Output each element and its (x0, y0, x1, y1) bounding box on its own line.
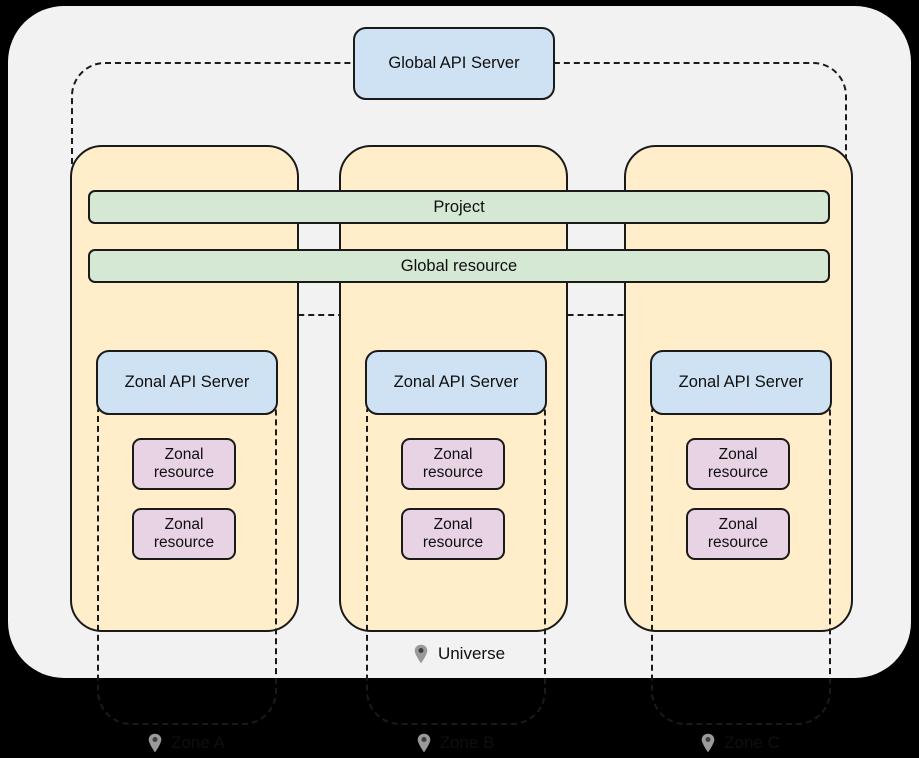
zonal-api-server-b[interactable]: Zonal API Server (365, 350, 547, 415)
map-pin-icon (414, 644, 428, 664)
universe-name-label: Universe (437, 644, 506, 663)
zonal-api-server-label: Zonal API Server (124, 373, 250, 391)
global-api-server-label: Global API Server (388, 54, 520, 72)
zone-container-b[interactable]: Zonal API Server Zonal resource Zonal re… (339, 145, 568, 753)
zone-name-label: Zone B (439, 733, 495, 752)
zonal-resource-a-2[interactable]: Zonal resource (132, 508, 236, 560)
zonal-resource-line2: resource (153, 534, 215, 551)
zone-name-label: Zone A (171, 733, 225, 752)
global-bar-global-resource[interactable]: Global resource (88, 249, 830, 283)
zonal-resource-line1: Zonal (433, 445, 473, 463)
zone-container-a[interactable]: Zonal API Server Zonal resource Zonal re… (70, 145, 299, 753)
architecture-diagram: Zonal API Server Zonal resource Zonal re… (0, 6, 919, 753)
zonal-resource-a-1[interactable]: Zonal resource (132, 438, 236, 490)
zone-label-a: Zone A (72, 733, 301, 753)
global-bar-label: Global resource (400, 256, 518, 275)
zonal-resource-c-1[interactable]: Zonal resource (686, 438, 790, 490)
global-bar-project[interactable]: Project (88, 190, 830, 224)
zonal-resource-b-1[interactable]: Zonal resource (401, 438, 505, 490)
global-api-server[interactable]: Global API Server (353, 27, 555, 100)
zonal-api-server-c[interactable]: Zonal API Server (650, 350, 832, 415)
zonal-api-server-label: Zonal API Server (678, 373, 804, 391)
zonal-resource-line1: Zonal (433, 515, 473, 533)
global-bar-label: Project (433, 197, 485, 216)
zonal-resource-line2: resource (707, 534, 769, 551)
zone-name-label: Zone C (724, 733, 780, 752)
zonal-resource-line1: Zonal (718, 445, 758, 463)
zonal-resource-line1: Zonal (718, 515, 758, 533)
zonal-resource-line2: resource (153, 464, 215, 481)
zone-label-b: Zone B (341, 733, 570, 753)
universe-label: Universe (0, 644, 919, 664)
zonal-resource-b-2[interactable]: Zonal resource (401, 508, 505, 560)
zonal-resource-c-2[interactable]: Zonal resource (686, 508, 790, 560)
map-pin-icon (701, 733, 715, 753)
zonal-resource-line1: Zonal (164, 445, 204, 463)
map-pin-icon (148, 733, 162, 753)
map-pin-icon (417, 733, 431, 753)
zonal-resource-line2: resource (422, 534, 484, 551)
zonal-resource-line2: resource (707, 464, 769, 481)
zonal-api-server-label: Zonal API Server (393, 373, 519, 391)
zone-container-c[interactable]: Zonal API Server Zonal resource Zonal re… (624, 145, 853, 753)
zonal-api-server-a[interactable]: Zonal API Server (96, 350, 278, 415)
zone-label-c: Zone C (626, 733, 855, 753)
zonal-resource-line2: resource (422, 464, 484, 481)
zonal-resource-line1: Zonal (164, 515, 204, 533)
